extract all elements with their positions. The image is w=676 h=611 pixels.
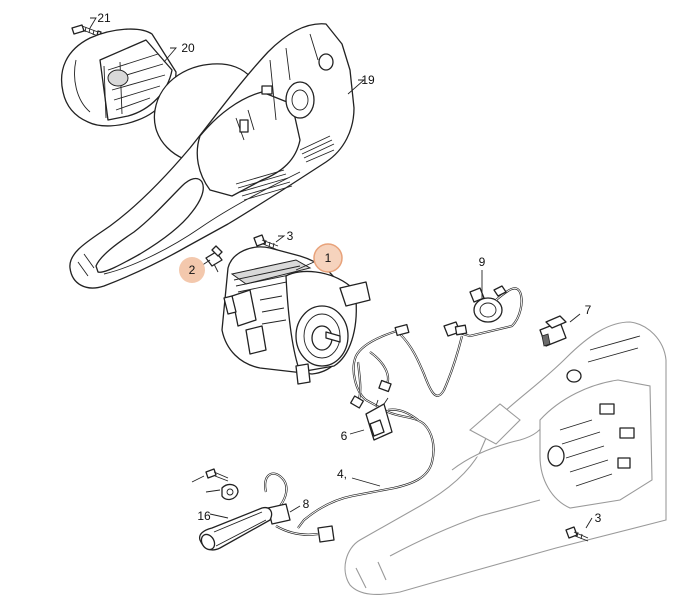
part-6-terminal[interactable]: [365, 397, 419, 441]
part-8-connector[interactable]: [264, 472, 335, 543]
callout-9[interactable]: 9: [479, 255, 486, 269]
part-2-clip[interactable]: [205, 245, 223, 273]
svg-text:9: 9: [479, 255, 486, 269]
callout-1[interactable]: 1: [313, 243, 343, 273]
part-small-screw[interactable]: [205, 468, 229, 482]
callout-3-upper[interactable]: 3: [287, 229, 294, 243]
callout-16[interactable]: 16: [197, 509, 211, 523]
svg-text:2: 2: [189, 263, 196, 277]
callouts: 21 20 19 3 1 2 9 7 6 4, 8: [97, 11, 601, 525]
svg-text:4,: 4,: [337, 467, 347, 481]
svg-text:8: 8: [303, 497, 310, 511]
svg-text:19: 19: [361, 73, 375, 87]
part-3-screw-lower[interactable]: [565, 526, 589, 542]
callout-6[interactable]: 6: [341, 429, 348, 443]
svg-text:3: 3: [595, 511, 602, 525]
part-16-tube[interactable]: [198, 506, 273, 552]
callout-2[interactable]: 2: [179, 257, 205, 283]
callout-21[interactable]: 21: [97, 11, 111, 25]
callout-8[interactable]: 8: [303, 497, 310, 511]
callout-1-highlight: [313, 243, 343, 273]
svg-text:20: 20: [181, 41, 195, 55]
svg-text:6: 6: [341, 429, 348, 443]
callout-2-highlight: [179, 257, 205, 283]
callout-3-lower[interactable]: 3: [595, 511, 602, 525]
part-9-module[interactable]: [443, 285, 523, 338]
part-4-cable-harness[interactable]: [297, 323, 468, 529]
callout-7[interactable]: 7: [585, 303, 592, 317]
callout-19[interactable]: 19: [361, 73, 375, 87]
svg-text:1: 1: [325, 251, 332, 265]
svg-text:3: 3: [287, 229, 294, 243]
ghost-housing: [344, 321, 667, 595]
part-1-motor[interactable]: [221, 246, 371, 385]
svg-text:16: 16: [197, 509, 211, 523]
svg-text:7: 7: [585, 303, 592, 317]
svg-text:21: 21: [97, 11, 111, 25]
part-20-fan-cover[interactable]: [60, 28, 177, 127]
callout-4[interactable]: 4,: [337, 467, 347, 481]
part-19-housing[interactable]: [69, 23, 355, 289]
part-small-washer[interactable]: [221, 483, 239, 501]
callout-20[interactable]: 20: [181, 41, 195, 55]
part-7-switch[interactable]: [539, 315, 567, 347]
part-3-screw-upper[interactable]: [253, 234, 279, 251]
